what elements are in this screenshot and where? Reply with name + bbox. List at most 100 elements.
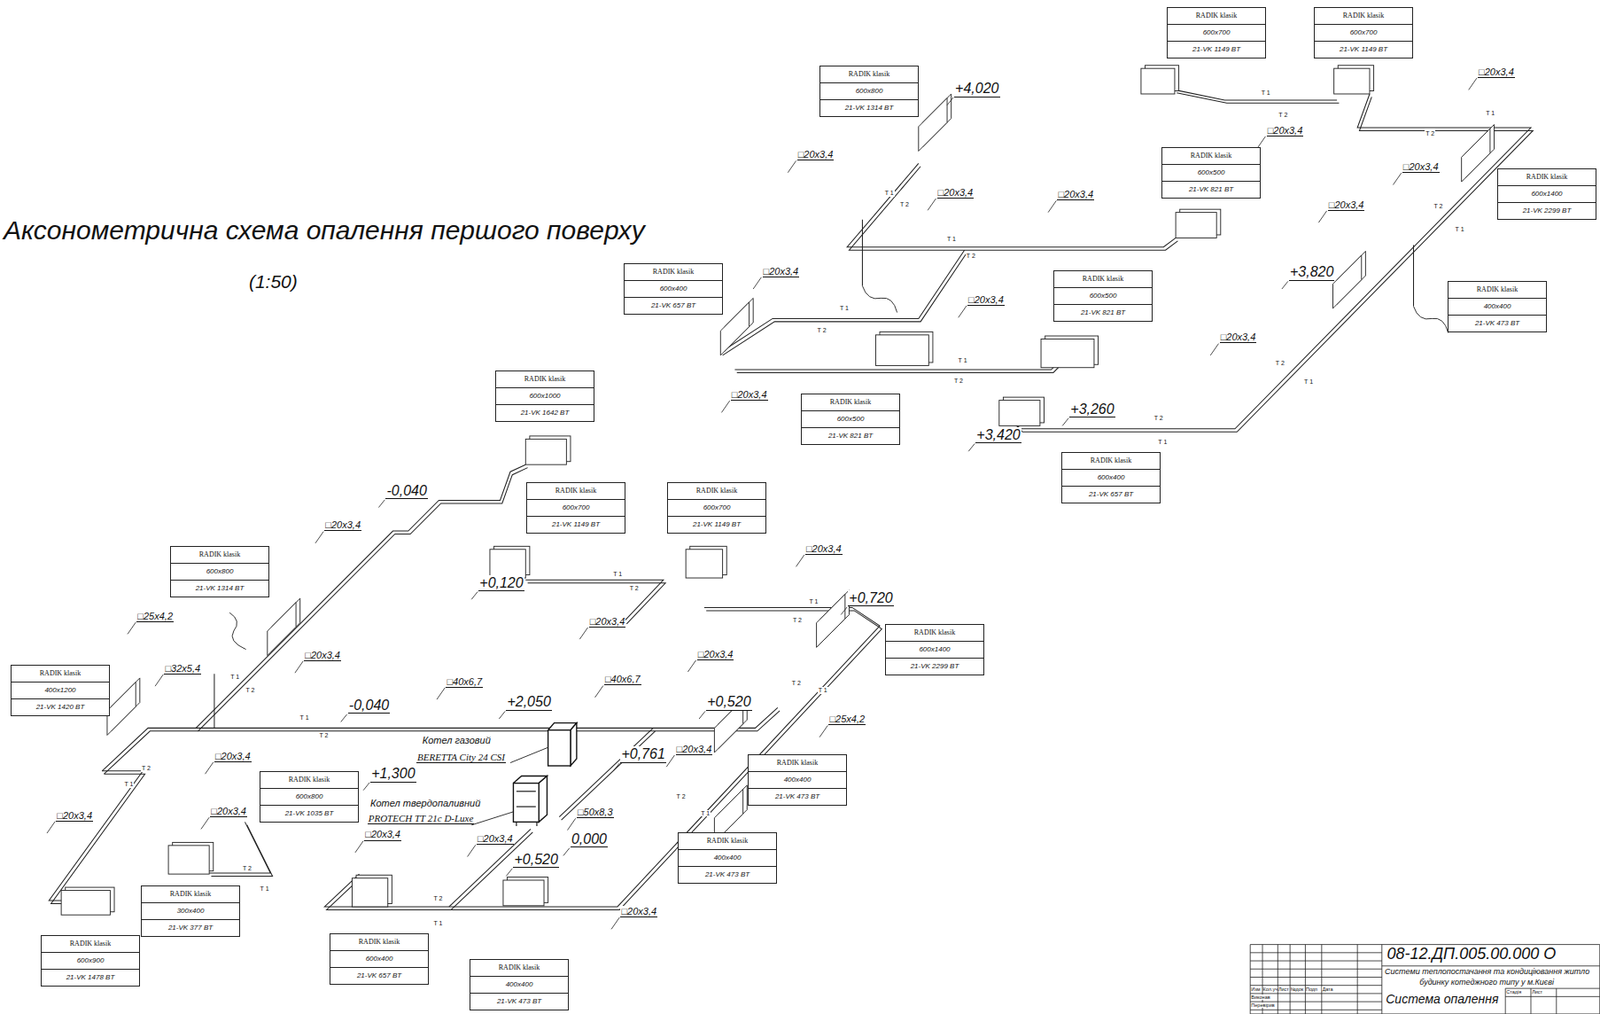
spec-cell: 600x800 [260, 787, 358, 805]
pipe-tag: T 1 [699, 809, 711, 817]
pipe-size: □20x3,4 [55, 809, 94, 822]
radiator-slanted [918, 98, 948, 152]
spec-cell: 600x700 [667, 498, 766, 516]
pipe-tag: T 1 [1303, 378, 1314, 386]
boiler-name: Котел твердопаливний [369, 797, 482, 808]
spec-cell: 21-VK 1149 BT [527, 515, 625, 533]
spec-cell: 21-VK 1642 BT [496, 403, 594, 421]
leader-line [595, 685, 604, 698]
grid-line [1250, 1009, 1383, 1010]
pipe-tag: T 1 [229, 673, 241, 681]
pipe-size: □20x3,4 [303, 649, 342, 661]
radiator-front [168, 845, 210, 874]
spec-cell: 21-VK 1149 BT [1314, 40, 1413, 58]
leader-line [721, 400, 730, 412]
radiator-spec-table: RADIK klasik600x140021-VK 2299 BT [1497, 168, 1597, 220]
elevation-mark: +3,820 [1289, 264, 1335, 281]
spec-cell: RADIK klasik [496, 371, 594, 388]
leader-line [563, 847, 570, 856]
elevation-mark: +0,720 [847, 590, 894, 607]
title-block-cell: Стадія [1506, 988, 1522, 995]
pipe-tag: T 1 [432, 919, 443, 927]
pipe-size: □20x3,4 [620, 905, 658, 917]
radiator-slanted [816, 593, 846, 647]
spec-cell: 21-VK 473 BT [748, 787, 847, 805]
spec-cell: RADIK klasik [1062, 452, 1160, 469]
pipe-tag: T 1 [1484, 109, 1496, 117]
grid-line [1320, 944, 1322, 1014]
radiator-front [1040, 338, 1095, 367]
elevation-mark: +0,120 [478, 574, 524, 592]
radiator-spec-table: RADIK klasik400x40021-VK 473 BT [469, 958, 569, 1010]
diagram-title: Аксонометрична схема опалення першого по… [3, 215, 645, 245]
spec-cell: RADIK klasik [527, 482, 625, 499]
riser [1413, 244, 1414, 306]
radiator-front [1334, 68, 1370, 94]
spec-cell: 21-VK 1035 BT [260, 804, 358, 822]
radiator-spec-table: RADIK klasik600x70021-VK 1149 BT [667, 481, 767, 534]
elevation-mark: +1,300 [370, 765, 416, 783]
pipe-size: □20x3,4 [1219, 331, 1258, 343]
title-block-cell: Виконав [1250, 994, 1270, 1000]
pipe-size: □20x3,4 [805, 543, 843, 555]
pipe-tag: T 1 [259, 885, 271, 893]
spec-cell: 400x1200 [11, 681, 109, 699]
radiator-slanted [1461, 128, 1491, 182]
radiator-spec-table: RADIK klasik400x40021-VK 473 BT [677, 831, 777, 884]
pipe-size: □25x4,2 [136, 610, 174, 622]
spec-cell: 600x800 [820, 82, 918, 100]
pipe-tag: T 2 [241, 864, 253, 872]
leader-line [355, 840, 364, 853]
solid-fuel-boiler [512, 776, 547, 826]
leader-line [613, 762, 620, 771]
pipe [210, 824, 272, 877]
spec-cell: 400x400 [678, 848, 777, 866]
spec-cell: RADIK klasik [1498, 169, 1596, 186]
pipework-illustration [46, 65, 1600, 1014]
spec-cell: RADIK klasik [470, 959, 568, 976]
elevation-mark: -0,040 [385, 482, 428, 500]
pipe [1174, 89, 1337, 101]
spec-cell: RADIK klasik [1162, 147, 1260, 164]
title-block-grid [1250, 944, 1600, 1014]
pipe [1176, 93, 1339, 104]
boiler-side [538, 776, 547, 823]
pipe-tag: T 2 [953, 377, 964, 385]
leader-line [1468, 77, 1477, 90]
leader-line [927, 198, 936, 210]
leader-line [958, 305, 967, 318]
spec-cell: RADIK klasik [141, 885, 240, 902]
radiator-slanted [720, 302, 749, 356]
pipe-tag: T 1 [299, 714, 311, 722]
pipe-tag: T 2 [432, 894, 443, 902]
radiator-front [1175, 212, 1217, 239]
radiator-spec-table: RADIK klasik600x90021-VK 1478 BT [40, 934, 140, 987]
leader-line [611, 916, 620, 929]
boiler-name: Котел газовий [421, 734, 492, 746]
leader-line [579, 627, 588, 639]
radiator-front [351, 877, 388, 907]
spec-cell: RADIK klasik [748, 754, 847, 771]
spec-cell: 600x400 [624, 279, 723, 297]
spec-cell: RADIK klasik [624, 264, 723, 280]
spec-cell: 21-VK 657 BT [330, 966, 428, 984]
radiator-spec-table: RADIK klasik600x70021-VK 1149 BT [1166, 7, 1267, 59]
spec-cell: RADIK klasik [1167, 7, 1266, 24]
elevation-mark: +3,420 [975, 427, 1021, 444]
scale-note: (1:50) [248, 271, 299, 292]
title-block-cell: №док [1290, 986, 1305, 992]
radiator-spec-table: RADIK klasik400x40021-VK 473 BT [1447, 280, 1547, 333]
spec-cell: 21-VK 2299 BT [1498, 201, 1596, 219]
pipe-tag: T 1 [838, 304, 850, 312]
leader-line [498, 710, 505, 719]
pipe-tag: T 2 [1153, 414, 1165, 422]
boiler-model: PROTECH TT 21c D-Luxe [367, 812, 475, 824]
radiator-spec-table: RADIK klasik600x40021-VK 657 BT [623, 263, 723, 315]
pipe-size: □20x3,4 [589, 615, 627, 628]
spec-cell: RADIK klasik [1448, 281, 1546, 298]
pipe-tag: T 1 [612, 570, 623, 578]
radiator-slanted [1333, 255, 1362, 309]
spec-cell: 600x1400 [1498, 185, 1596, 202]
radiator-front [61, 890, 110, 916]
elevation-mark: +0,520 [512, 851, 559, 869]
